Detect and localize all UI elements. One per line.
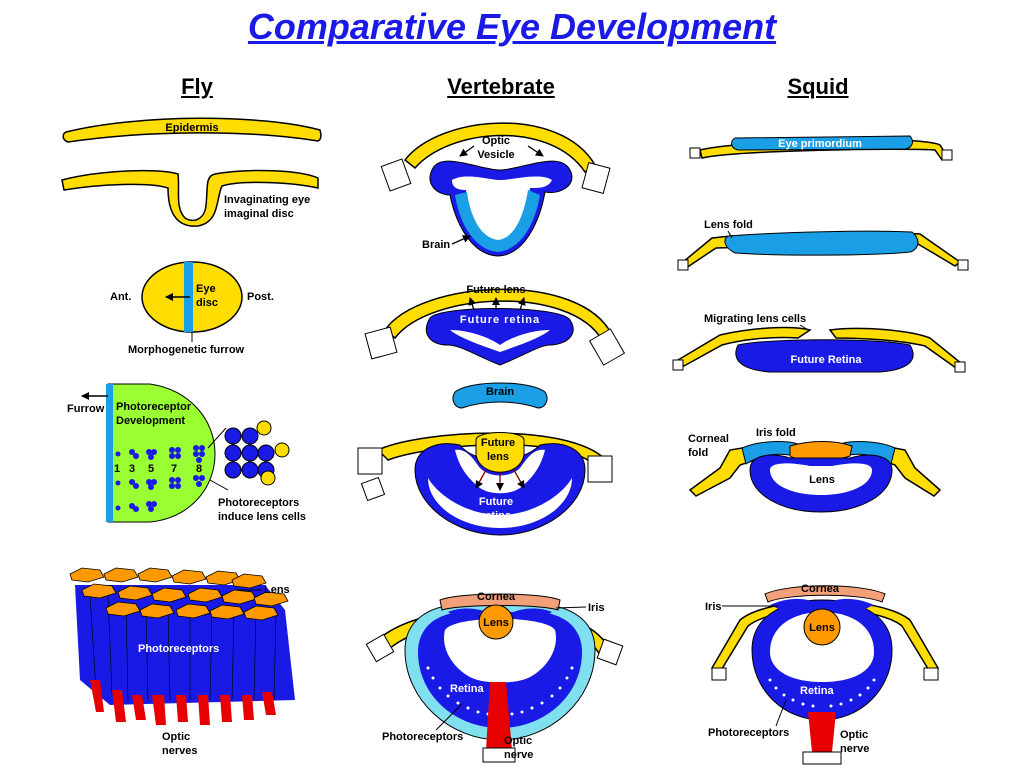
vertebrate-future-lens-stage: Future retina Future lens Brain bbox=[364, 284, 626, 409]
vertebrate-retina-label: Retina bbox=[450, 683, 485, 695]
vertebrate-adult-eye-stage: Lens Cornea Iris Retina Photoreceptors O… bbox=[365, 591, 624, 763]
fly-eye-disc-label-1: Eye bbox=[196, 283, 216, 295]
fly-photoreceptor-dev-label-1: Photoreceptor bbox=[116, 401, 192, 413]
column-header-vertebrate: Vertebrate bbox=[447, 74, 555, 99]
squid-lens2-label: Lens bbox=[809, 622, 835, 634]
vertebrate-optic-vesicle-label-2: Vesicle bbox=[477, 149, 514, 161]
fly-induce-label-2: induce lens cells bbox=[218, 511, 306, 523]
fly-invaginating-label-2: imaginal disc bbox=[224, 208, 294, 220]
fly-compound-eye-stage: Lens Photoreceptors Optic nerves bbox=[69, 567, 295, 757]
fly-post-label: Post. bbox=[247, 291, 274, 303]
vertebrate-brain-label: Brain bbox=[422, 239, 450, 251]
squid-eye-primordium-label: Eye primordium bbox=[778, 138, 862, 150]
fly-eye-disc-stage: Ant. Post. Eye disc Morphogenetic furrow bbox=[110, 261, 274, 356]
fly-photoreceptor-development-stage: Furrow Photoreceptor Development 1 3 5 7… bbox=[67, 383, 306, 523]
squid-iris-label: Iris bbox=[705, 601, 722, 613]
page-title: Comparative Eye Development bbox=[247, 6, 777, 47]
column-header-squid: Squid bbox=[787, 74, 849, 99]
squid-lens-fold-stage: Lens fold bbox=[677, 219, 969, 271]
squid-future-retina-stage: Migrating lens cells Future Retina bbox=[672, 313, 966, 373]
vertebrate-future-retina2-label-2: retina bbox=[481, 510, 512, 522]
fly-epidermis-stage: Epidermis bbox=[62, 117, 322, 143]
fly-morphogenetic-furrow-label: Morphogenetic furrow bbox=[128, 344, 245, 356]
fly-photoreceptor-dev-label-2: Development bbox=[116, 415, 185, 427]
fly-eye-disc-label-2: disc bbox=[196, 297, 218, 309]
squid-photoreceptors-label: Photoreceptors bbox=[708, 727, 789, 739]
fly-invagination-stage: Invaginating eye imaginal disc bbox=[61, 169, 319, 227]
fly-optic-nerves-label-1: Optic bbox=[162, 731, 190, 743]
squid-retina-label: Retina bbox=[800, 685, 835, 697]
vertebrate-lens-pit-stage: Future lens Future retina bbox=[357, 432, 613, 536]
column-header-fly: Fly bbox=[181, 74, 213, 99]
fly-photoreceptors-label: Photoreceptors bbox=[138, 643, 219, 655]
fly-invaginating-label-1: Invaginating eye bbox=[224, 194, 310, 206]
vertebrate-brain2-label: Brain bbox=[486, 386, 514, 398]
squid-iris-fold-label: Iris fold bbox=[756, 427, 796, 439]
fly-optic-nerves-label-2: nerves bbox=[162, 745, 197, 757]
fly-epidermis-label: Epidermis bbox=[165, 122, 218, 134]
fly-furrow-label: Furrow bbox=[67, 403, 105, 415]
squid-optic-nerve-label-2: nerve bbox=[840, 743, 869, 755]
fly-cell-number-8: 8 bbox=[196, 463, 202, 475]
vertebrate-future-retina-label: Future retina bbox=[460, 314, 540, 326]
fly-induce-label-1: Photoreceptors bbox=[218, 497, 299, 509]
vertebrate-iris-label: Iris bbox=[588, 602, 605, 614]
vertebrate-future-lens-label: Future lens bbox=[466, 284, 525, 296]
vertebrate-optic-vesicle-label-1: Optic bbox=[482, 135, 510, 147]
vertebrate-future-lens2-label-1: Future bbox=[481, 437, 515, 449]
vertebrate-future-lens2-label-2: lens bbox=[487, 451, 509, 463]
vertebrate-optic-nerve-label-2: nerve bbox=[504, 749, 533, 761]
squid-lens-fold-label: Lens fold bbox=[704, 219, 753, 231]
squid-eye-primordium-stage: Eye primordium bbox=[689, 135, 953, 161]
squid-future-retina-label: Future Retina bbox=[791, 354, 863, 366]
fly-cell-number-3: 3 bbox=[129, 463, 135, 475]
vertebrate-cornea-label: Cornea bbox=[477, 591, 516, 603]
vertebrate-photoreceptors-label: Photoreceptors bbox=[382, 731, 463, 743]
fly-ant-label: Ant. bbox=[110, 291, 131, 303]
vertebrate-optic-vesicle-stage: Optic Vesicle Brain bbox=[380, 122, 611, 257]
vertebrate-future-retina2-label-1: Future bbox=[479, 496, 513, 508]
squid-lens-label: Lens bbox=[809, 474, 835, 486]
squid-adult-eye-stage: Lens Cornea Iris Retina Photoreceptors O… bbox=[705, 583, 940, 765]
fly-cell-number-5: 5 bbox=[148, 463, 154, 475]
fly-cell-number-7: 7 bbox=[171, 463, 177, 475]
squid-optic-nerve-label-1: Optic bbox=[840, 729, 868, 741]
squid-cornea-label: Cornea bbox=[801, 583, 840, 595]
fly-lens-label: Lens bbox=[264, 584, 290, 596]
squid-corneal-fold-label-1: Corneal bbox=[688, 433, 729, 445]
vertebrate-lens-label: Lens bbox=[483, 617, 509, 629]
fly-cell-number-1: 1 bbox=[114, 463, 120, 475]
squid-migrating-label: Migrating lens cells bbox=[704, 313, 806, 325]
squid-iris-fold-stage: Lens Corneal fold Iris fold bbox=[688, 427, 942, 513]
squid-corneal-fold-label-2: fold bbox=[688, 447, 708, 459]
vertebrate-optic-nerve-label-1: Optic bbox=[504, 735, 532, 747]
